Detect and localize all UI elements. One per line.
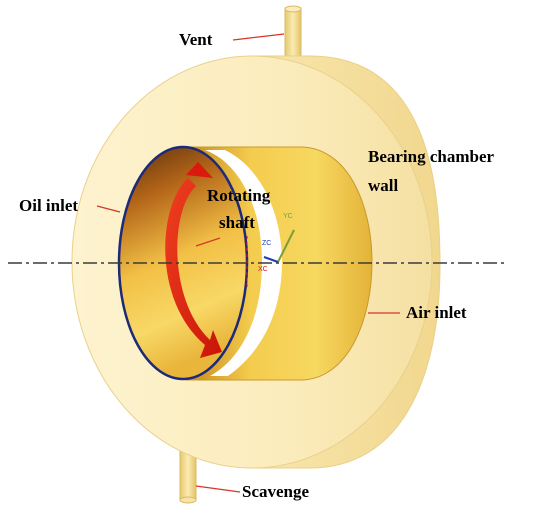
scavenge-label: Scavenge <box>242 482 310 501</box>
axis-label-yc: YC <box>283 213 293 220</box>
scavenge-pipe <box>179 449 197 504</box>
oil-inlet-label: Oil inlet <box>19 196 78 215</box>
oil-inlet-leader <box>96 205 121 213</box>
bearing-chamber-label-line1: Bearing chamber <box>368 147 495 166</box>
scavenge-leader <box>195 485 241 493</box>
leader-lines <box>96 33 400 493</box>
rotating-shaft-label-line2: shaft <box>219 213 255 232</box>
coordinate-triad: YC ZC XC <box>258 213 295 273</box>
axis-label-zc: ZC <box>262 240 271 247</box>
vent-leader <box>232 33 285 41</box>
rotating-shaft-label-line1: Rotating <box>207 186 271 205</box>
air-inlet-label: Air inlet <box>406 303 467 322</box>
vent-pipe <box>284 5 302 67</box>
bearing-chamber-label-line2: wall <box>368 176 399 195</box>
vent-label: Vent <box>179 30 213 49</box>
rotating-shaft-leader <box>195 237 221 247</box>
rotation-arrow <box>165 162 222 358</box>
axis-label-xc: XC <box>258 266 268 273</box>
